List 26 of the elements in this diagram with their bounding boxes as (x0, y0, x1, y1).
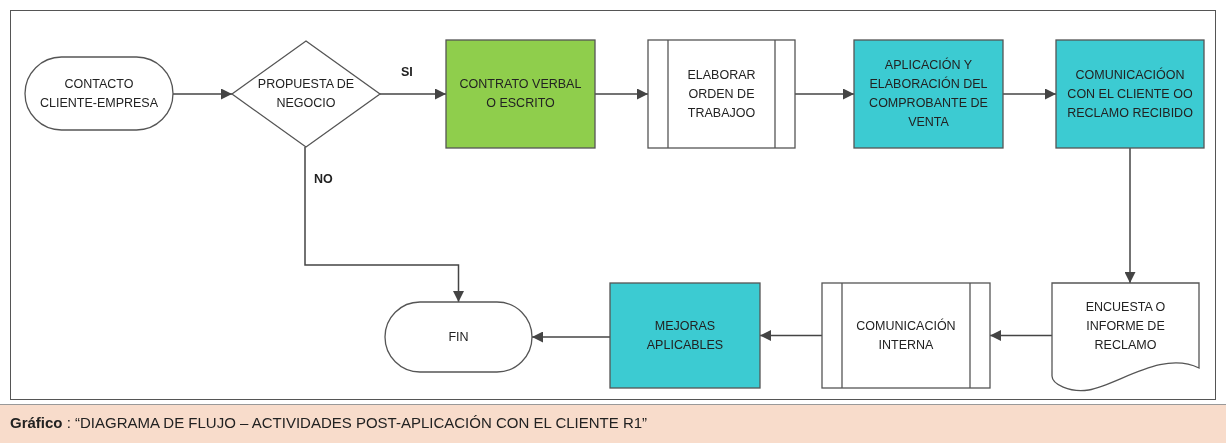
node-text: APLICACIÓN Y ELABORACIÓN DEL COMPROBANTE DE VENTA (868, 56, 989, 131)
edge-label: NO (312, 172, 335, 186)
process-box (854, 40, 1003, 148)
arrow (304, 146, 464, 303)
process-box (446, 40, 595, 148)
node-text: PROPUESTA DE NEGOCIO (256, 76, 356, 112)
node-text: ELABORAR ORDEN DE TRABAJOO (686, 66, 757, 122)
document-shape (1052, 283, 1199, 390)
arrow (379, 88, 447, 100)
node-text: MEJORAS APLICABLES (645, 317, 725, 354)
subprocess-box (648, 40, 795, 148)
process-box (1056, 40, 1204, 148)
node-text: COMUNICACIÓN INTERNA (856, 317, 956, 354)
start-terminal (25, 57, 173, 130)
subprocess-box (822, 283, 990, 388)
process-box (610, 283, 760, 388)
arrow (1124, 147, 1136, 284)
node-text: CONTACTO CLIENTE-EMPRESA (39, 75, 159, 112)
decision-diamond (232, 41, 380, 147)
node-text: COMUNICACIÓON CON EL CLIENTE OO RECLAMO RECIBIDO (1066, 66, 1194, 122)
caption: Gráfico : “DIAGRAMA DE FLUJO – ACTIVIDADES POST-APLICACIÓN CON EL CLIENTE R1” (10, 414, 648, 431)
node-text: FIN (448, 328, 469, 346)
edge-label: SI (399, 65, 415, 79)
node-text: ENCUESTA O INFORME DE RECLAMO (1084, 299, 1167, 354)
end-terminal (385, 302, 532, 372)
node-text: CONTRATO VERBAL O ESCRITO (458, 76, 583, 112)
